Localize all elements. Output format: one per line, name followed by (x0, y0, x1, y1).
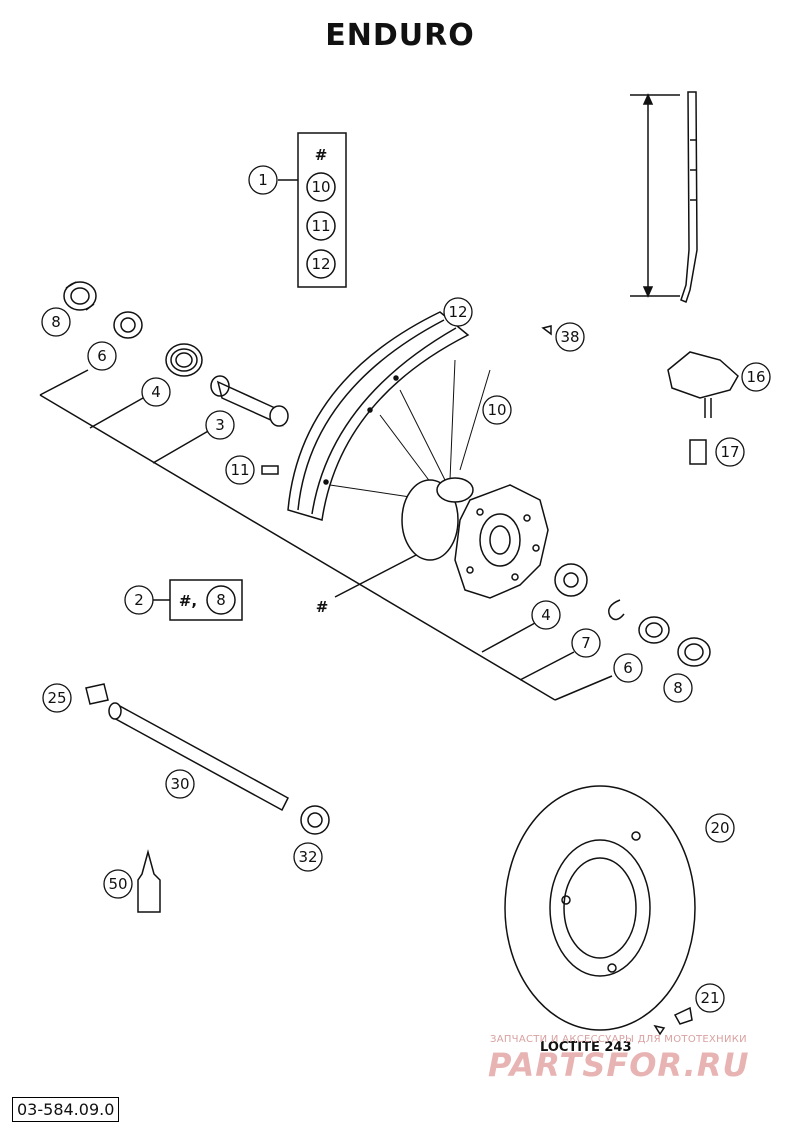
hub-label: # (316, 598, 329, 616)
dust-seal-left (63, 281, 97, 311)
group-box-2 (152, 579, 243, 621)
callout-30: 30 (165, 769, 195, 799)
axle (108, 702, 289, 812)
svg-text:4: 4 (151, 383, 161, 401)
svg-text:1: 1 (258, 171, 268, 189)
disc-bolt (653, 1006, 693, 1036)
spoke-gauge (630, 93, 680, 298)
assembly-line (39, 369, 613, 701)
callout-25: 25 (42, 683, 72, 713)
group-box-1 (278, 132, 347, 288)
svg-text:6: 6 (623, 659, 633, 677)
svg-text:4: 4 (541, 606, 551, 624)
axle-nut (85, 683, 109, 705)
svg-text:10: 10 (487, 401, 506, 419)
watermark-logo: PARTSFOR.RU (488, 1046, 750, 1084)
svg-text:30: 30 (170, 775, 189, 793)
callout-20: 20 (705, 813, 735, 843)
svg-text:8: 8 (216, 591, 226, 609)
page-title: ENDURO (325, 18, 475, 53)
svg-text:#: # (315, 146, 328, 164)
svg-text:6: 6 (97, 347, 107, 365)
axle-clamp-nut (300, 805, 330, 835)
svg-text:#,: #, (179, 592, 197, 610)
svg-text:12: 12 (311, 255, 330, 273)
callout-17: 17 (715, 437, 745, 467)
svg-text:2: 2 (134, 591, 144, 609)
callout-6-right: 6 (613, 653, 643, 683)
svg-text:17: 17 (720, 443, 739, 461)
group-box-1-labels: # 10 11 12 (311, 146, 330, 273)
svg-text:50: 50 (108, 875, 127, 893)
loctite-bottle (137, 849, 161, 913)
dust-seal-right (677, 637, 711, 667)
spacer-tube (210, 375, 289, 427)
callout-3: 3 (205, 410, 235, 440)
callout-50: 50 (103, 869, 133, 899)
svg-text:7: 7 (581, 634, 591, 652)
callout-21: 21 (695, 983, 725, 1013)
hub (401, 477, 549, 599)
svg-text:8: 8 (673, 679, 683, 697)
oil-seal-right (638, 616, 670, 644)
callout-8-left: 8 (41, 307, 71, 337)
callout-6-left: 6 (87, 341, 117, 371)
svg-text:11: 11 (230, 461, 249, 479)
circlip (608, 599, 625, 621)
callout-1: 1 (248, 165, 278, 195)
callout-12-top: 12 (443, 297, 473, 327)
brake-disc (504, 785, 696, 1031)
callouts: 1 12 38 8 6 4 3 10 11 16 17 2 4 7 6 8 25… (41, 165, 771, 1013)
callout-11: 11 (225, 455, 255, 485)
svg-text:38: 38 (560, 328, 579, 346)
screw-38 (541, 325, 552, 336)
svg-text:11: 11 (311, 217, 330, 235)
svg-text:12: 12 (448, 303, 467, 321)
callout-8-right: 8 (663, 673, 693, 703)
svg-text:25: 25 (47, 689, 66, 707)
spoke (680, 91, 698, 303)
callout-7: 7 (571, 628, 601, 658)
callout-2: 2 (124, 585, 154, 615)
valve-insert (689, 439, 707, 465)
svg-text:16: 16 (746, 368, 765, 386)
watermark-subtitle: ЗАПЧАСТИ И АКСЕССУАРЫ ДЛЯ МОТОТЕХНИКИ (490, 1034, 747, 1045)
svg-text:3: 3 (215, 416, 225, 434)
drawing-number: 03-584.09.0 (12, 1097, 120, 1122)
callout-4-left: 4 (141, 377, 171, 407)
svg-text:8: 8 (51, 313, 61, 331)
oil-seal-left (113, 311, 143, 339)
bearing-right (554, 563, 588, 597)
loctite-label: LOCTITE 243 (540, 1040, 632, 1055)
valve-cap (667, 351, 739, 418)
svg-text:32: 32 (298, 848, 317, 866)
spoke-nipple (261, 465, 279, 475)
svg-text:10: 10 (311, 178, 330, 196)
callout-38: 38 (555, 322, 585, 352)
callout-32: 32 (293, 842, 323, 872)
callout-16: 16 (741, 362, 771, 392)
svg-text:20: 20 (710, 819, 729, 837)
callout-4-right: 4 (531, 600, 561, 630)
svg-text:21: 21 (700, 989, 719, 1007)
group-box-2-labels: #, 8 (179, 591, 226, 610)
callout-10: 10 (482, 395, 512, 425)
bearing-left (165, 343, 203, 377)
